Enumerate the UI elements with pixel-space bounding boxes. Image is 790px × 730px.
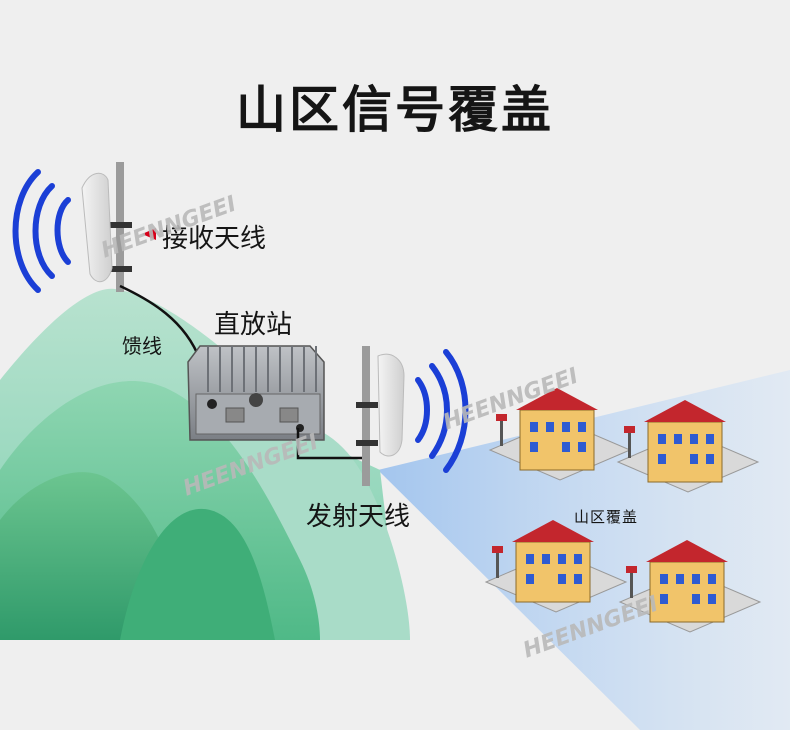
transmit-antenna-label: 发射天线: [306, 502, 411, 532]
house-1: [488, 388, 632, 481]
repeater-label: 直放站: [214, 310, 293, 340]
receive-antenna-label: 接收天线: [162, 224, 267, 254]
mountain-front-right: [120, 508, 275, 640]
repeater-unit: [187, 345, 325, 441]
receive-waves: [12, 169, 71, 293]
receive-antenna: [81, 162, 156, 292]
house-3: [484, 520, 628, 613]
mountains: [0, 288, 410, 640]
page-title: 山区信号覆盖: [236, 81, 554, 139]
house-2: [616, 400, 760, 493]
feeder-label: 馈线: [122, 334, 162, 358]
transmit-waves: [415, 349, 469, 473]
house-4: [618, 540, 762, 633]
transmit-antenna: [356, 346, 405, 486]
coverage-area-label: 山区覆盖: [574, 508, 639, 526]
